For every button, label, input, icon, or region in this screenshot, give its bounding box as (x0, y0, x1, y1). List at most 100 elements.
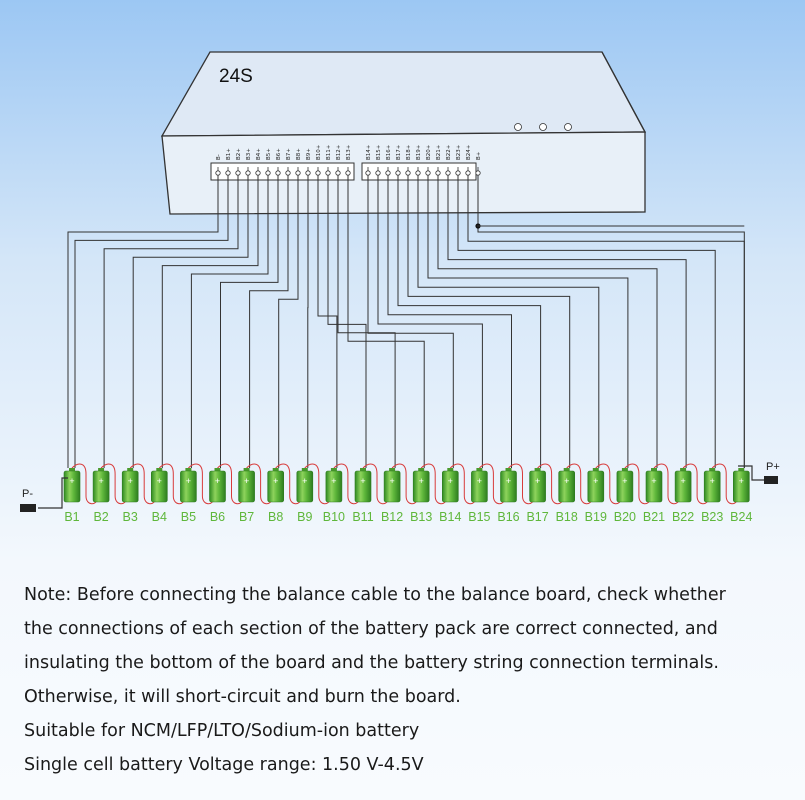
positive-plug (764, 476, 778, 484)
cell-plus-sign: + (564, 476, 569, 486)
cell-cap (476, 468, 483, 472)
note-line: Suitable for NCM/LFP/LTO/Sodium-ion batt… (24, 721, 420, 741)
battery-cell (238, 470, 255, 503)
balance-wire (437, 176, 658, 468)
pin (275, 170, 281, 176)
cell-label: B14 (439, 510, 461, 524)
pin (225, 170, 231, 176)
pin-label: B10+ (316, 144, 322, 160)
cell-label: B16 (497, 510, 519, 524)
cell-plus-sign: + (273, 476, 278, 486)
balance-wire (132, 176, 249, 468)
pin (395, 170, 401, 176)
pin-label: B15+ (376, 144, 382, 160)
pin-label: B8+ (296, 148, 302, 160)
pin-label: B18+ (406, 144, 412, 160)
cell-plus-sign: + (477, 476, 482, 486)
cell-cap (505, 468, 512, 472)
balance-wire (407, 176, 571, 468)
pin (475, 170, 481, 176)
battery-cell (383, 470, 401, 503)
balance-board: 24S B-B1+B2+B3+B4+B5+B6+B7+B8+B9+B10+B11… (160, 51, 647, 215)
note-line: the connections of each section of the b… (24, 619, 718, 639)
pin (375, 170, 381, 176)
pin-label: B20+ (426, 144, 432, 160)
pin-label: B4+ (256, 148, 262, 160)
terminal-positive: P+ (738, 461, 780, 484)
cell-label: B6 (210, 510, 225, 524)
balance-wire (220, 176, 279, 468)
battery-cell (587, 470, 605, 503)
pin (385, 170, 391, 176)
cell-plus-sign: + (593, 476, 598, 486)
cell-cap (418, 468, 425, 472)
connector-left (210, 162, 355, 181)
cell-cap (651, 468, 657, 472)
series-link (566, 463, 593, 505)
balance-wire (447, 176, 687, 468)
cell-cap (156, 468, 163, 472)
series-links (71, 463, 738, 505)
cell-plus-sign: + (157, 476, 162, 486)
series-link (711, 463, 738, 505)
pin (325, 170, 331, 176)
balance-wire (427, 176, 629, 468)
cell-label: B19 (585, 510, 607, 524)
series-link (158, 463, 185, 505)
battery-cell (558, 470, 576, 503)
pin-label: B6+ (276, 148, 282, 160)
series-link (246, 463, 273, 505)
terminal-positive-label: P+ (766, 461, 780, 473)
cell-cap (98, 468, 105, 472)
cell-cap (185, 468, 192, 472)
series-link (391, 463, 418, 505)
cell-cap (738, 468, 745, 472)
cell-label: B10 (323, 510, 345, 524)
series-link (362, 463, 389, 505)
pin (335, 170, 341, 176)
series-link (449, 463, 476, 505)
battery-cell (354, 470, 372, 503)
board-title: 24S (219, 66, 253, 87)
series-link (624, 463, 651, 505)
cell-label: B1 (64, 510, 79, 524)
balance-wires (67, 176, 745, 468)
cell-cap (621, 468, 628, 472)
pin (235, 170, 241, 176)
balance-wire (467, 176, 745, 468)
cell-plus-sign: + (419, 476, 424, 486)
battery-cell (471, 470, 488, 503)
terminal-negative: P- (20, 477, 68, 512)
pin-label: B+ (476, 151, 482, 160)
cell-cap (301, 468, 308, 472)
cell-cap (69, 468, 75, 472)
balance-wire (74, 176, 229, 468)
battery-cell (92, 470, 110, 503)
cell-label: B5 (181, 510, 196, 524)
cell-plus-sign: + (389, 476, 394, 486)
cell-plus-sign: + (506, 476, 511, 486)
pin (435, 170, 441, 176)
pin-label: B22+ (446, 144, 452, 160)
cell-plus-sign: + (128, 476, 133, 486)
pin-label: B9+ (306, 148, 312, 160)
cell-plus-sign: + (710, 476, 715, 486)
balance-wire (367, 176, 454, 468)
balance-wire (337, 176, 396, 468)
indicator-led (539, 123, 547, 131)
notes: Note: Before connecting the balance cabl… (24, 578, 794, 782)
cell-label: B4 (152, 510, 167, 524)
negative-plug (20, 504, 36, 512)
cell-plus-sign: + (331, 476, 336, 486)
balance-wire (103, 176, 239, 468)
balance-wire (377, 176, 483, 468)
battery-cell (529, 470, 546, 503)
cell-plus-sign: + (244, 476, 249, 486)
cell-label: B11 (352, 510, 373, 524)
series-link (275, 463, 302, 505)
pin (245, 170, 251, 176)
indicator-led (564, 123, 572, 131)
cell-cap (214, 468, 221, 472)
cell-plus-sign: + (448, 476, 453, 486)
battery-cell (412, 470, 430, 503)
